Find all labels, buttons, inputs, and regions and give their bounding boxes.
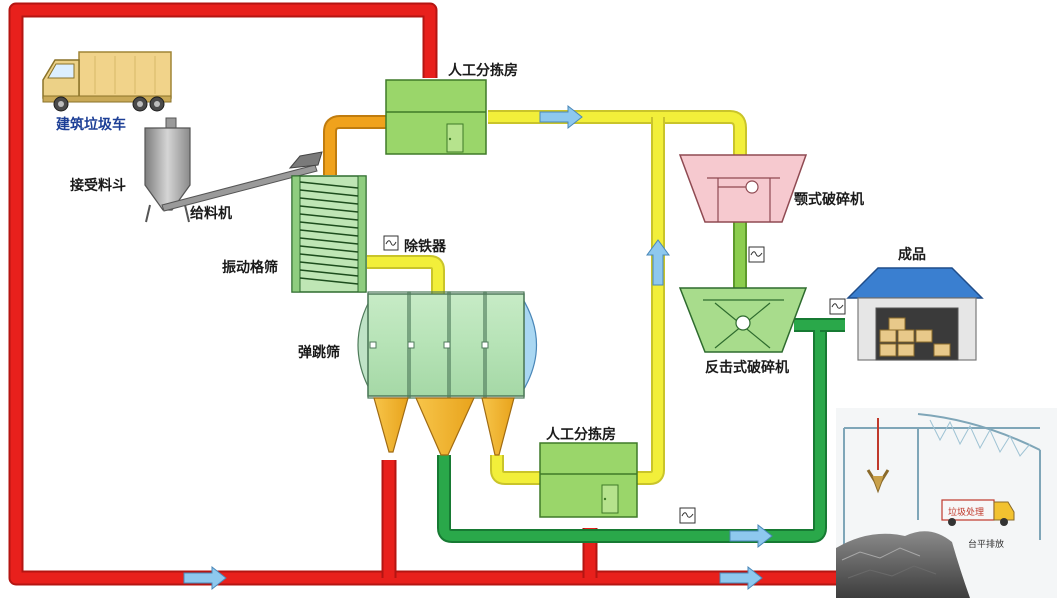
hopper-label: 接受料斗 [70,178,126,194]
photo-caption: 台平排放 [968,540,1005,550]
crusher-icon [678,287,808,353]
motor-icon [829,298,846,315]
green-pipe [437,222,845,543]
photo-truck-sign: 垃圾处理 [948,508,985,518]
crusher-icon [678,154,808,223]
motor-icon [679,507,696,524]
hopper-icon [144,117,191,223]
magnet-icon [383,235,399,251]
sorting-room-top-label: 人工分拣房 [448,63,518,79]
flow-arrow-icon [183,565,227,591]
flow-arrow-icon [719,565,763,591]
feeder-label: 给料机 [190,206,232,222]
vibrating-screen-label: 振动格筛 [222,260,278,276]
motor-icon [748,246,765,263]
flow-arrow-icon [539,104,583,130]
product-label: 成品 [898,247,926,263]
orange-pipe [323,115,386,175]
warehouse-icon [846,267,984,361]
truck-label: 建筑垃圾车 [56,117,126,133]
screen-icon [291,175,367,293]
sorting-room-bottom [539,442,638,518]
impact-crusher-label: 反击式破碎机 [705,360,789,376]
bounce-screen-label: 弹跳筛 [298,345,340,361]
jaw-crusher-label: 颚式破碎机 [794,192,864,208]
bounce-screen [357,291,537,456]
yellow-pipe [367,110,747,485]
sorting-room-bottom-label: 人工分拣房 [546,427,616,443]
flow-arrow-icon [729,523,773,549]
truck-icon [42,51,172,112]
flow-arrow-icon [646,239,670,286]
stockpile-photo [836,408,1057,598]
sorting-room-top [385,79,487,155]
magnet-label: 除铁器 [404,239,446,255]
feeder-icon [161,151,323,212]
